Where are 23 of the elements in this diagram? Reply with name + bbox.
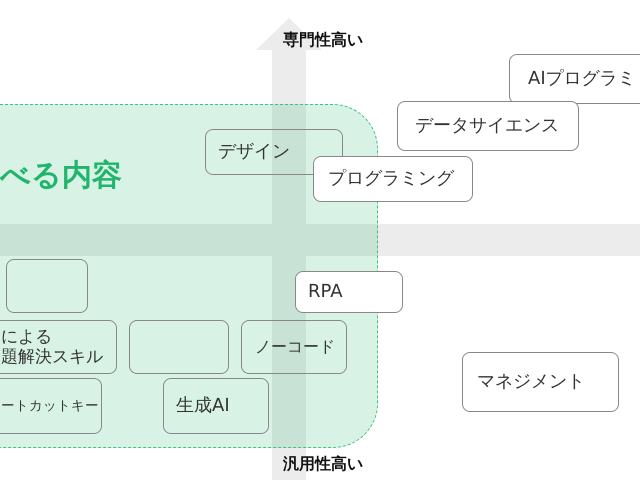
skill-box [509, 54, 640, 104]
skill-box [241, 320, 347, 374]
skill-box [6, 259, 88, 313]
skill-box [0, 378, 102, 434]
skill-box [313, 156, 473, 202]
axis-label: 専門性高い [283, 30, 363, 51]
skill-label: ートカットキー [1, 398, 99, 414]
skill-box [0, 320, 117, 374]
skill-box [397, 101, 579, 151]
skill-box [129, 320, 229, 374]
skill-label: ノーコード [255, 337, 335, 357]
skill-box [295, 271, 403, 313]
skill-label: AIプログラミ [528, 68, 636, 90]
skill-box [163, 378, 269, 434]
skill-label: RPA [308, 281, 343, 303]
skill-label: プログラミング [328, 168, 454, 190]
skill-box [462, 352, 619, 412]
skill-label: マネジメント [477, 371, 585, 393]
skill-label: 生成AI [176, 395, 230, 417]
skill-label: による題解決スキル [1, 326, 104, 368]
axis-label: 汎用性高い [283, 454, 363, 475]
skill-label: データサイエンス [415, 115, 559, 137]
skill-label: デザイン [218, 141, 290, 163]
